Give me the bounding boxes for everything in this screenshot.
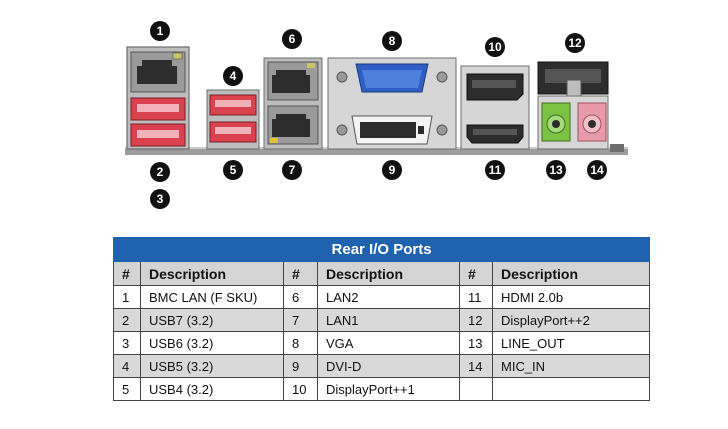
column-header: Description xyxy=(140,261,284,286)
table-cell: LAN1 xyxy=(317,308,460,332)
column-header: # xyxy=(459,261,493,286)
table-cell: DVI-D xyxy=(317,354,460,378)
table-title-row: Rear I/O Ports xyxy=(112,237,651,262)
table-cell: 8 xyxy=(283,331,318,355)
callout-8: 8 xyxy=(382,31,402,51)
table-title: Rear I/O Ports xyxy=(112,237,651,262)
table-cell: 2 xyxy=(113,308,141,332)
usb-port-icon xyxy=(130,97,186,147)
dp-audio-stack xyxy=(537,61,624,152)
callout-9: 9 xyxy=(382,160,402,180)
rear-io-diagram: 1 2 3 4 5 6 7 8 9 10 11 12 13 14 xyxy=(125,21,628,209)
table-cell: MIC_IN xyxy=(491,354,651,378)
table-cell: DisplayPort++2 xyxy=(491,308,651,332)
table-cell: USB4 (3.2) xyxy=(140,377,284,401)
callout-1: 1 xyxy=(150,21,170,41)
table-cell: BMC LAN (F SKU) xyxy=(140,285,284,309)
displayport-icon xyxy=(466,73,524,101)
svg-text:14: 14 xyxy=(590,163,604,177)
usb-pair xyxy=(206,89,260,150)
rear-io-table: Rear I/O Ports # Description # Descripti… xyxy=(112,237,651,401)
table-cell: LINE_OUT xyxy=(491,331,651,355)
svg-text:9: 9 xyxy=(389,163,396,177)
table-row: 3 USB6 (3.2) 8 VGA 13 LINE_OUT xyxy=(113,331,651,355)
callout-5: 5 xyxy=(223,160,243,180)
table-header-row: # Description # Description # Descriptio… xyxy=(113,261,651,286)
table-row: 5 USB4 (3.2) 10 DisplayPort++1 xyxy=(113,377,651,401)
svg-text:11: 11 xyxy=(489,163,502,177)
svg-text:12: 12 xyxy=(568,36,582,50)
callout-4: 4 xyxy=(223,66,243,86)
table-row: 1 BMC LAN (F SKU) 6 LAN2 11 HDMI 2.0b xyxy=(113,285,651,309)
table-cell: VGA xyxy=(317,331,460,355)
svg-text:1: 1 xyxy=(157,24,164,38)
svg-text:10: 10 xyxy=(488,40,502,54)
callout-2: 2 xyxy=(150,162,170,182)
table-cell xyxy=(491,377,651,401)
table-cell: USB7 (3.2) xyxy=(140,308,284,332)
table-row: 4 USB5 (3.2) 9 DVI-D 14 MIC_IN xyxy=(113,354,651,378)
table-cell: 11 xyxy=(459,285,493,309)
callout-11: 11 xyxy=(485,160,505,180)
vga-dvi-panel xyxy=(327,57,457,150)
table-cell: USB6 (3.2) xyxy=(140,331,284,355)
column-header: Description xyxy=(491,261,651,286)
callout-6: 6 xyxy=(282,29,302,49)
audio-jack-icon xyxy=(541,102,607,142)
hdmi-port-icon xyxy=(466,124,524,144)
svg-text:8: 8 xyxy=(389,34,396,48)
column-header: # xyxy=(283,261,318,286)
table-cell: DisplayPort++1 xyxy=(317,377,460,401)
board-edge xyxy=(125,149,628,155)
dvi-port-icon xyxy=(336,115,448,145)
vga-port-icon xyxy=(336,63,448,93)
svg-text:6: 6 xyxy=(289,32,296,46)
table-cell: 3 xyxy=(113,331,141,355)
callout-7: 7 xyxy=(282,160,302,180)
table-row: 2 USB7 (3.2) 7 LAN1 12 DisplayPort++2 xyxy=(113,308,651,332)
table-cell: 1 xyxy=(113,285,141,309)
table-cell: 10 xyxy=(283,377,318,401)
svg-text:4: 4 xyxy=(230,69,237,83)
callout-10: 10 xyxy=(485,37,505,57)
svg-text:2: 2 xyxy=(157,165,164,179)
bmc-lan-usb-stack xyxy=(126,46,190,150)
svg-text:3: 3 xyxy=(157,192,164,206)
callout-14: 14 xyxy=(587,160,607,180)
table-cell: 9 xyxy=(283,354,318,378)
table-cell: USB5 (3.2) xyxy=(140,354,284,378)
table-cell xyxy=(459,377,493,401)
callout-13: 13 xyxy=(546,160,566,180)
svg-text:13: 13 xyxy=(549,163,563,177)
table-cell: 7 xyxy=(283,308,318,332)
table-cell: LAN2 xyxy=(317,285,460,309)
table-cell: HDMI 2.0b xyxy=(491,285,651,309)
table-cell: 13 xyxy=(459,331,493,355)
callout-12: 12 xyxy=(565,33,585,53)
svg-text:7: 7 xyxy=(289,163,296,177)
dp-hdmi-stack xyxy=(460,65,530,150)
table-cell: 6 xyxy=(283,285,318,309)
table-cell: 12 xyxy=(459,308,493,332)
dual-lan xyxy=(263,57,323,150)
table-cell: 5 xyxy=(113,377,141,401)
table-cell: 4 xyxy=(113,354,141,378)
rj45-port-icon xyxy=(130,51,186,93)
callout-3: 3 xyxy=(150,189,170,209)
column-header: Description xyxy=(317,261,460,286)
table-cell: 14 xyxy=(459,354,493,378)
column-header: # xyxy=(113,261,141,286)
svg-text:5: 5 xyxy=(230,163,237,177)
